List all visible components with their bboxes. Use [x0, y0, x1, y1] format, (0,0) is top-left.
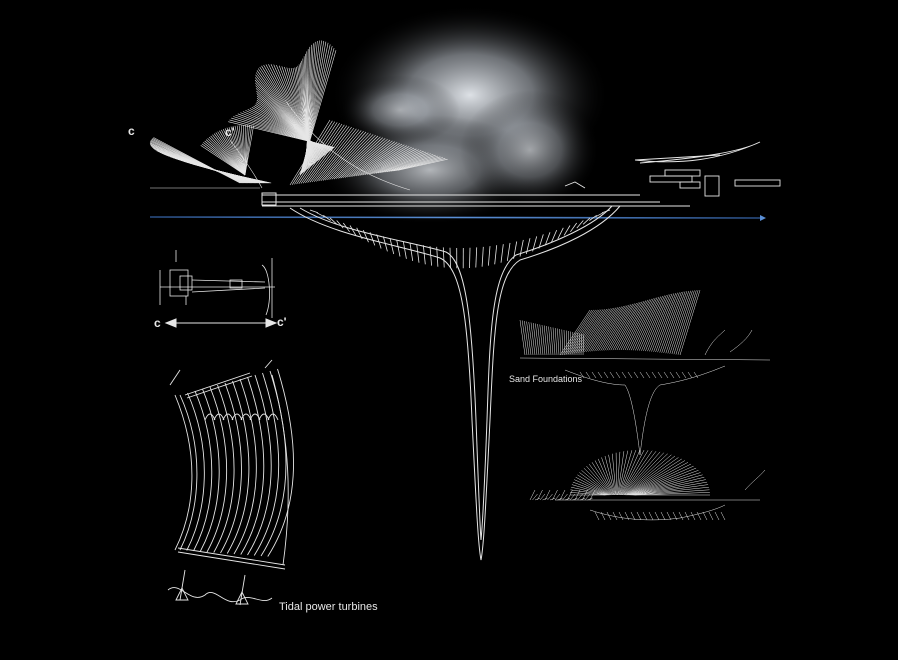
platform-fins: [309, 209, 611, 269]
main-platform: [261, 192, 690, 207]
fan-structure-top: [228, 40, 448, 191]
sand-foundations-label: Sand Foundations: [509, 374, 583, 384]
section-label-c-prime-detail: c': [277, 315, 287, 329]
section-label-c-prime-top: c': [225, 125, 235, 139]
tidal-power-turbines-label: Tidal power turbines: [279, 601, 378, 613]
sand-foundation-upper: [519, 290, 771, 456]
section-label-c-detail: c: [154, 316, 161, 330]
section-detail-cc: [159, 250, 275, 318]
right-deck-blocks: [564, 141, 781, 197]
water-level-line: [149, 216, 761, 219]
sand-foundation-lower: [529, 449, 766, 521]
tidal-turbine-panel: [167, 359, 294, 606]
mist-cloud: [320, 5, 610, 225]
water-line-arrowhead: [760, 215, 766, 221]
fan-structure-left: [149, 124, 272, 189]
section-dimension-arrow: [164, 318, 278, 328]
section-label-c-top: c: [128, 124, 135, 138]
